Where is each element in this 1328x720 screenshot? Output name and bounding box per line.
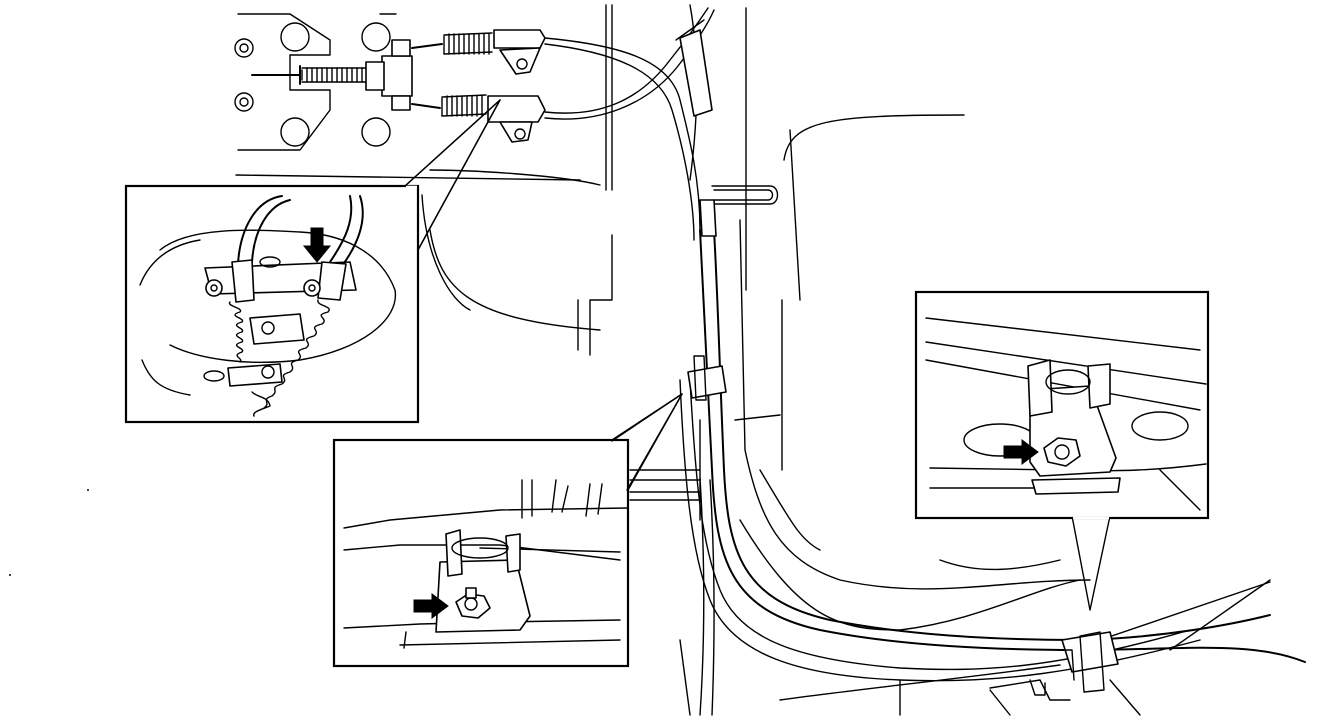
equalizer-detail-view xyxy=(124,99,501,424)
rear-clamp-detail-view xyxy=(914,290,1210,611)
nut-icon xyxy=(234,38,254,58)
brake-cable-run xyxy=(679,29,1306,693)
vehicle-body-structure xyxy=(9,4,1271,716)
nut-icon xyxy=(234,92,254,112)
arrow-right-icon xyxy=(1003,439,1039,465)
nut-icon xyxy=(205,279,223,297)
bolt-icon xyxy=(455,587,491,619)
arrow-right-icon xyxy=(413,593,449,619)
arrow-down-icon xyxy=(302,227,332,263)
equalizer-assembly xyxy=(234,7,715,241)
front-clamp-detail-view xyxy=(332,393,683,668)
nut-icon xyxy=(303,279,321,297)
bolt-icon xyxy=(1043,437,1081,467)
